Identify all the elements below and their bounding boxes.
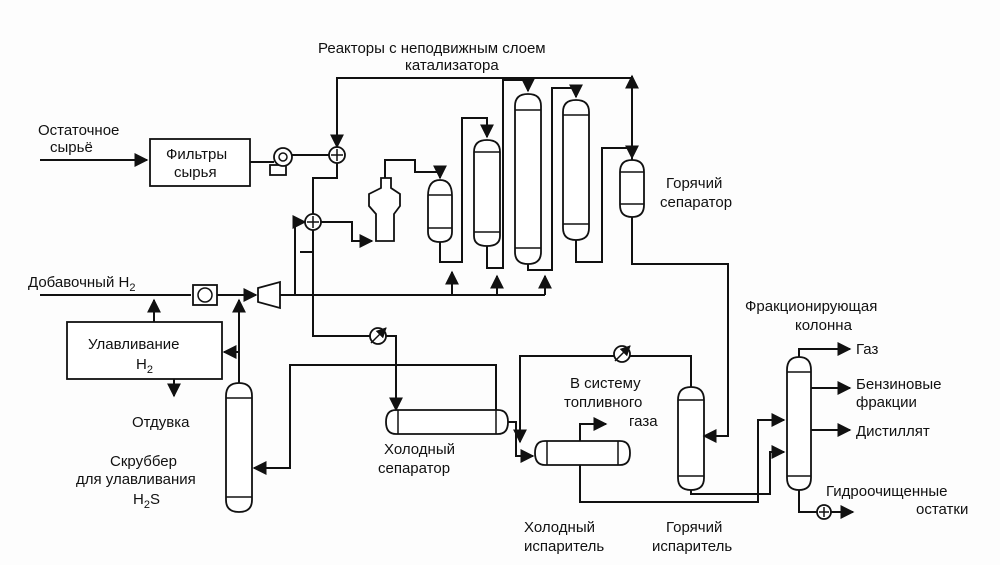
hot-flash-liquid <box>690 445 786 495</box>
cold-sep-label-1: Холодный <box>384 441 455 458</box>
fuel-gas-label-1: В систему <box>570 375 641 392</box>
cooler-to-cold-sep <box>386 335 403 412</box>
cooler-2-icon <box>613 345 631 363</box>
filters-label-1: Фильтры <box>166 146 227 163</box>
reactor-2 <box>473 139 501 247</box>
exchanger-2-bypass <box>300 230 314 253</box>
exchanger-1-loop <box>312 163 338 214</box>
reactor-4 <box>562 99 590 241</box>
r3-to-r4-line <box>527 84 583 271</box>
gasoline-label-1: Бензиновые <box>856 376 941 393</box>
hotsep-vapor-recycle <box>330 77 633 160</box>
r1-to-r2-line <box>439 117 494 263</box>
h2-recovery-label-2: H2 <box>136 356 153 376</box>
furnace-icon <box>368 177 401 242</box>
frac-label-1: Фракционирующая <box>745 298 877 315</box>
feed-filters-box <box>149 138 251 187</box>
makeup-compressor-icon <box>192 284 218 306</box>
scrubber-label-2: для улавливания <box>76 471 196 488</box>
scrubber-label-1: Скруббер <box>110 453 177 470</box>
fractionator-column <box>786 356 812 491</box>
h2s-scrubber <box>225 382 253 513</box>
fuel-gas-label-2: топливного <box>564 394 642 411</box>
exchanger-2-to-furnace <box>321 221 374 248</box>
hot-sep-label-2: сепаратор <box>660 194 732 211</box>
cold-sep-vapor-to-scrubber <box>252 364 497 475</box>
cold-flash-label-1: Холодный <box>524 519 595 536</box>
scrubber-label-3: H2S <box>133 491 160 511</box>
r2-to-r3-line <box>486 78 535 269</box>
feed-pump-icon <box>269 147 293 176</box>
reactors-label-2: катализатора <box>405 57 499 74</box>
hotsep-liquid-line <box>631 217 729 443</box>
frac-label-2: колонна <box>795 317 853 334</box>
reactor-1 <box>427 179 453 243</box>
feed-exchanger-1-icon <box>328 146 346 164</box>
h2-recovery-box <box>66 321 223 380</box>
cooler-1-icon <box>369 327 387 345</box>
residue-line <box>798 490 817 513</box>
feed-label-1: Остаточное <box>38 122 119 139</box>
gasoline-label-2: фракции <box>856 394 917 411</box>
cooler-2-to-cold-flash <box>513 355 614 444</box>
hot-sep-label-1: Горячий <box>666 175 722 192</box>
purge-label: Отдувка <box>132 414 190 431</box>
effluent-to-cooler <box>312 252 370 337</box>
resid-label-1: Гидроочищенные <box>826 483 948 500</box>
reactors-label-1: Реакторы с неподвижным слоем <box>318 40 546 57</box>
gas-product-line <box>798 342 852 357</box>
cold-separator <box>385 409 509 435</box>
cold-flash-to-fuel-gas <box>579 417 608 441</box>
h2-recovery-label-1: Улавливание <box>88 336 180 353</box>
fuel-gas-label-3: газа <box>629 413 658 430</box>
feed-exchanger-2-icon <box>304 213 322 231</box>
hot-separator <box>619 159 645 218</box>
distillate-label: Дистиллят <box>856 423 930 440</box>
recycle-to-exchanger-2 <box>292 215 307 295</box>
hot-flash-drum <box>677 386 705 491</box>
hot-flash-vapor-line <box>630 355 692 387</box>
cold-sep-label-2: сепаратор <box>378 460 450 477</box>
filters-label-2: сырья <box>174 164 217 181</box>
reactor-3 <box>514 93 542 265</box>
resid-label-2: остатки <box>916 501 968 518</box>
hot-flash-label-2: испаритель <box>652 538 732 555</box>
gas-label: Газ <box>856 341 878 358</box>
feed-label-2: сырьё <box>50 139 93 156</box>
makeup-h2-label: Добавочный H2 <box>28 274 135 294</box>
hot-flash-label-1: Горячий <box>666 519 722 536</box>
cold-flash-label-2: испаритель <box>524 538 604 555</box>
furnace-to-reactor-1 <box>384 159 447 180</box>
residue-exchanger-icon <box>816 504 832 520</box>
cold-flash-liquid <box>579 413 786 503</box>
cold-flash-drum <box>534 440 631 466</box>
recycle-compressor-icon <box>257 280 281 310</box>
